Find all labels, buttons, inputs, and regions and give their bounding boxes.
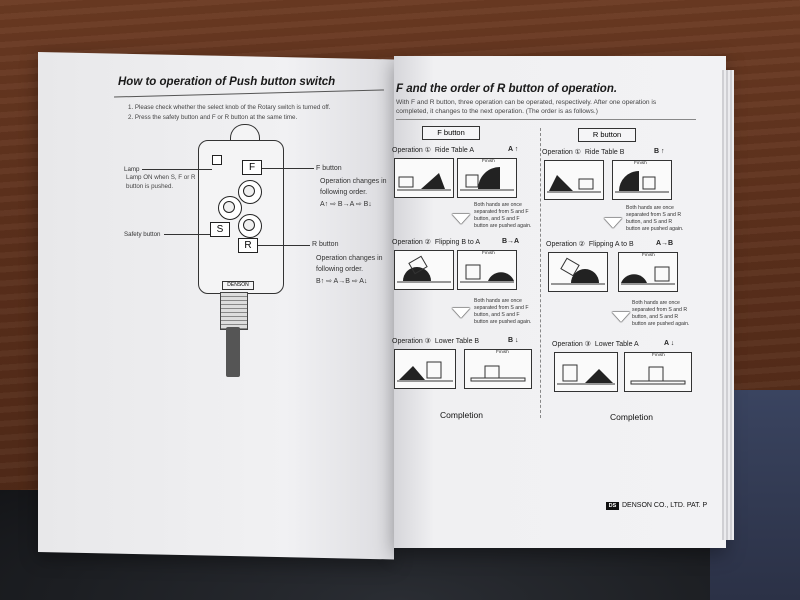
r-button-order: B↑ ⇨ A→B ⇨ A↓ — [316, 278, 368, 285]
f-op3-tag: B ↓ — [508, 337, 519, 344]
remote-cable — [226, 327, 240, 377]
machine-drawing-icon — [460, 167, 514, 191]
r-op2-diagram-a — [548, 252, 608, 292]
arrow-down-icon — [612, 312, 630, 322]
machine-drawing-icon — [397, 173, 451, 191]
machine-drawing-icon — [630, 366, 686, 385]
left-page-title: How to operation of Push button switch — [118, 76, 336, 88]
round-button-3 — [238, 214, 262, 238]
r-button-desc-1: Operation changes in — [316, 255, 383, 262]
r-button-desc-2: following order. — [316, 266, 364, 273]
f-op2-label: Operation ② Flipping B to A — [392, 239, 480, 246]
lamp-desc-2: button is pushed. — [126, 183, 174, 190]
f-op1-diagram-a — [394, 158, 454, 198]
round-button-2 — [218, 196, 242, 220]
r-column-header: R button — [578, 128, 636, 142]
machine-drawing-icon — [397, 361, 453, 382]
intro-line-1: With F and R button, three operation can… — [396, 99, 657, 106]
finish-label: Finish — [496, 350, 509, 355]
lamp-desc-1: Lamp ON when S, F or R — [126, 174, 196, 181]
left-page — [38, 52, 394, 560]
finish-label: Finish — [482, 251, 495, 256]
safety-leader-line — [164, 234, 210, 235]
r-op1-diagram-b — [612, 160, 672, 200]
r-op3-diagram-b — [624, 352, 692, 392]
f-op1-tag: A ↑ — [508, 146, 519, 153]
f-button: F — [242, 160, 262, 175]
f-column-header: F button — [422, 126, 480, 140]
machine-drawing-icon — [460, 264, 514, 283]
f-button-desc-2: following order. — [320, 189, 368, 196]
arrow-down-icon — [452, 214, 470, 224]
r-op3-label: Operation ③ Lower Table A — [552, 341, 639, 348]
lamp-indicator — [212, 155, 222, 165]
r-op2-diagram-b — [618, 252, 678, 292]
remote-brand-plate: DENSON — [222, 281, 254, 290]
lamp-label: Lamp — [124, 166, 140, 173]
intro-line-2: completed, it changes to the next operat… — [396, 108, 598, 115]
r-op3-diagram-a — [554, 352, 618, 392]
finish-label: Finish — [642, 253, 655, 258]
r-op3-tag: A ↓ — [664, 340, 675, 347]
right-page-title: F and the order of R button of operation… — [396, 83, 618, 95]
instruction-2: 2. Press the safety button and F or R bu… — [128, 114, 298, 121]
safety-button-label: Safety button — [124, 231, 161, 238]
r-op1-tag: B ↑ — [654, 148, 665, 155]
finish-label: Finish — [652, 353, 665, 358]
s-button: S — [210, 222, 230, 237]
machine-drawing-icon — [621, 266, 675, 285]
lamp-leader-line — [142, 169, 212, 170]
r-op2-tag: A→B — [656, 240, 674, 247]
arrow-down-icon — [604, 218, 622, 228]
f-button-order: A↑ ⇨ B→A ⇨ B↓ — [320, 201, 372, 208]
remote-hanger — [230, 124, 260, 145]
machine-drawing-icon — [551, 257, 605, 285]
machine-drawing-icon — [557, 364, 615, 385]
r-op1-label: Operation ① Ride Table B — [542, 149, 625, 156]
instruction-1: 1. Please check whether the select knob … — [128, 104, 331, 111]
f-button-title: F button — [316, 165, 342, 172]
machine-drawing-icon — [470, 365, 526, 382]
machine-drawing-icon — [397, 255, 451, 283]
f-op3-label: Operation ③ Lower Table B — [392, 338, 480, 345]
remote-cable-sleeve — [220, 292, 248, 330]
f-leader-line — [262, 168, 314, 169]
arrow-down-icon — [452, 308, 470, 318]
r-op2-label: Operation ② Flipping A to B — [546, 241, 634, 248]
f-op2-diagram-a — [394, 250, 454, 290]
page-stack-edge — [722, 70, 734, 540]
machine-drawing-icon — [547, 175, 601, 193]
intro-rule — [396, 119, 696, 120]
denson-logo-icon: DS — [606, 502, 619, 510]
f-op1-label: Operation ① Ride Table A — [392, 147, 475, 154]
f-button-desc-1: Operation changes in — [320, 178, 387, 185]
finish-label: Finish — [634, 161, 647, 166]
f-op3-diagram-b — [464, 349, 532, 389]
f-op3-diagram-a — [394, 349, 456, 389]
footer-company: DENSON CO., LTD. PAT. P — [622, 502, 708, 509]
machine-drawing-icon — [615, 171, 669, 193]
r-leader-line — [258, 245, 310, 246]
f-op2-diagram-b — [457, 250, 517, 290]
finish-label: Finish — [482, 159, 495, 164]
f-op1-diagram-b — [457, 158, 517, 198]
f-op2-tag: B→A — [502, 238, 520, 245]
round-button-1 — [238, 180, 262, 204]
column-divider — [540, 128, 541, 418]
r-button: R — [238, 238, 258, 253]
r-completion-label: Completion — [610, 412, 653, 422]
r-op1-diagram-a — [544, 160, 604, 200]
f-completion-label: Completion — [440, 410, 483, 420]
r-button-title: R button — [312, 241, 339, 248]
